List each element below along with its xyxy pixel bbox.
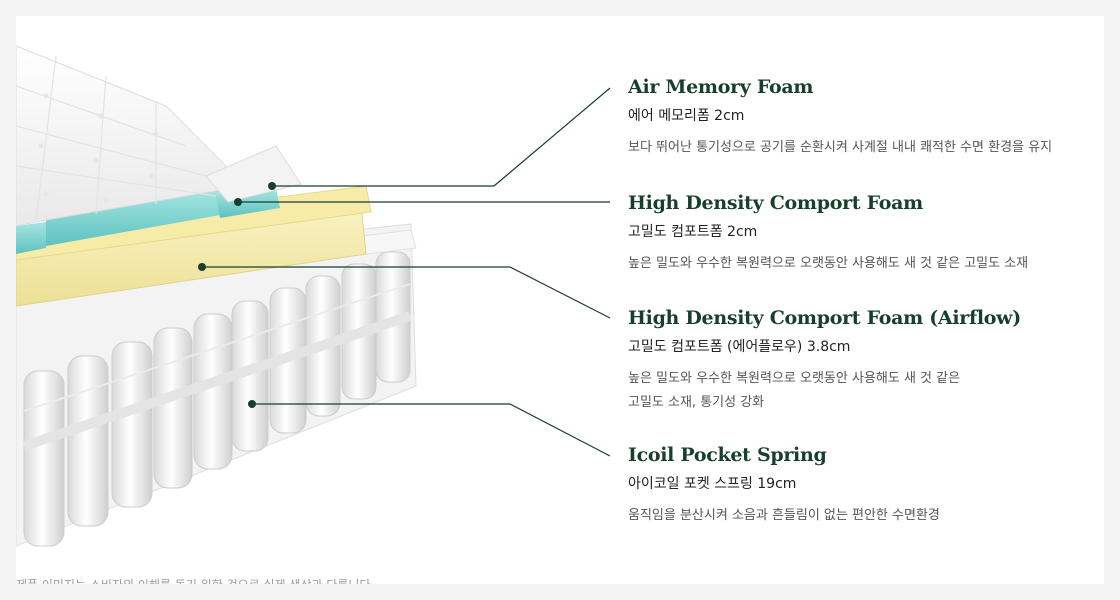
layer-title: Icoil Pocket Spring — [628, 444, 827, 466]
layer-description-line: 높은 밀도와 우수한 복원력으로 오랫동안 사용해도 새 것 같은 — [628, 371, 961, 386]
layer-title: High Density Comport Foam — [628, 192, 923, 214]
layer-subtitle: 고밀도 컴포트폼 (에어플로우) 3.8cm — [628, 339, 851, 355]
layer-description: 높은 밀도와 우수한 복원력으로 오랫동안 사용해도 새 것 같은 고밀도 소재… — [628, 367, 1104, 415]
air-memory-foam-layer — [16, 188, 280, 254]
layer-high-density-comfort-foam-airflow: High Density Comport Foam (Airflow) 고밀도 … — [628, 305, 1104, 415]
layer-description-line: 움직임을 분산시켜 소음과 흔들림이 없는 편안한 수면환경 — [628, 508, 940, 523]
layer-subtitle: 에어 메모리폼 2cm — [628, 108, 745, 124]
layer-description: 보다 뛰어난 통기성으로 공기를 순환시켜 사계절 내내 쾌적한 수면 환경을 … — [628, 136, 1104, 160]
layer-high-density-comfort-foam: High Density Comport Foam 고밀도 컴포트폼 2cm 높… — [628, 190, 1104, 276]
layer-description-line: 보다 뛰어난 통기성으로 공기를 순환시켜 사계절 내내 쾌적한 수면 환경을 … — [628, 140, 1053, 155]
layer-description: 높은 밀도와 우수한 복원력으로 오랫동안 사용해도 새 것 같은 고밀도 소재 — [628, 252, 1104, 276]
layer-subtitle: 고밀도 컴포트폼 2cm — [628, 224, 758, 240]
mattress-cross-section-illustration — [16, 45, 417, 547]
layer-description: 움직임을 분산시켜 소음과 흔들림이 없는 편안한 수면환경 — [628, 504, 1104, 528]
layer-subtitle: 아이코일 포켓 스프링 19cm — [628, 476, 797, 492]
layer-title: High Density Comport Foam (Airflow) — [628, 307, 1021, 329]
image-disclaimer-note: 제품 이미지는 소비자의 이해를 돕기 위한 것으로 실제 색상과 다릅니다. — [16, 576, 374, 584]
layer-air-memory-foam: Air Memory Foam 에어 메모리폼 2cm 보다 뛰어난 통기성으로… — [628, 74, 1104, 160]
layer-icoil-pocket-spring: Icoil Pocket Spring 아이코일 포켓 스프링 19cm 움직임… — [628, 442, 1104, 528]
layer-title: Air Memory Foam — [628, 76, 814, 98]
layer-description-line: 높은 밀도와 우수한 복원력으로 오랫동안 사용해도 새 것 같은 고밀도 소재 — [628, 256, 1029, 271]
product-detail-card: Air Memory Foam 에어 메모리폼 2cm 보다 뛰어난 통기성으로… — [16, 16, 1104, 584]
layer-description-line: 고밀도 소재, 통기성 강화 — [628, 395, 765, 410]
